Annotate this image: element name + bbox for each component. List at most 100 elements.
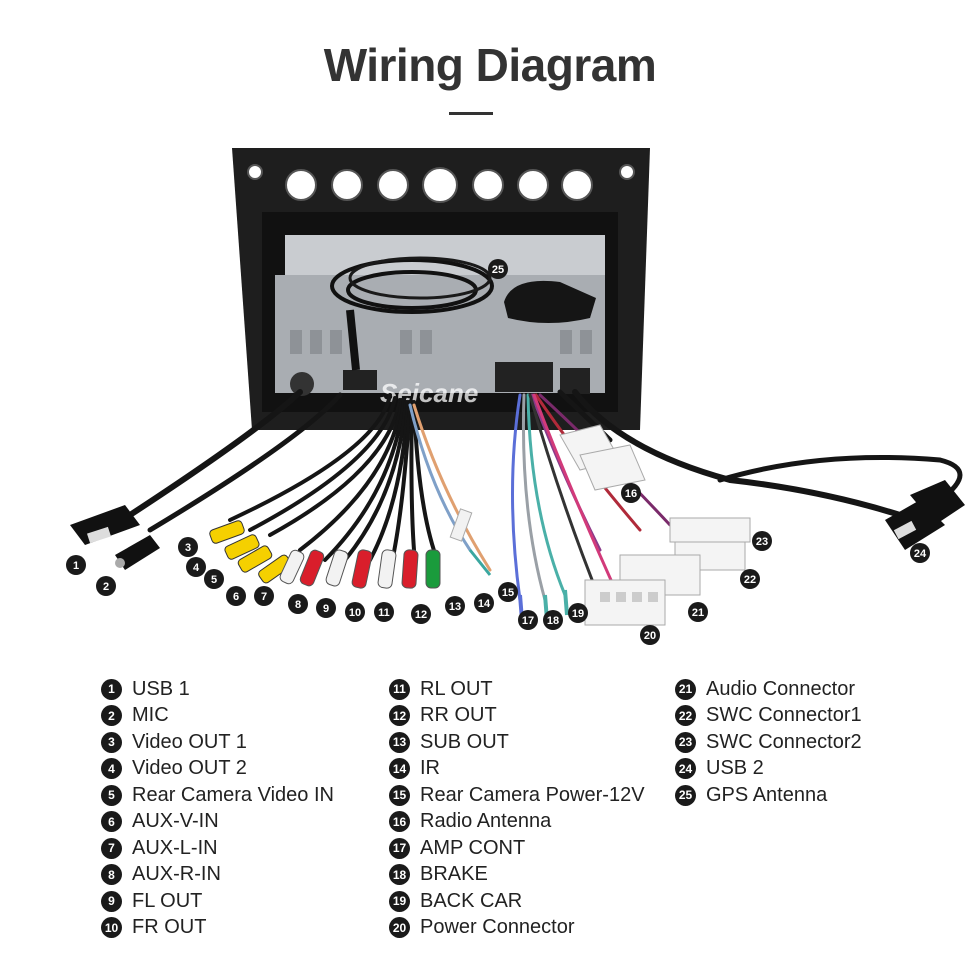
legend-label: AUX-R-IN (132, 863, 221, 886)
legend-number-badge: 14 (389, 758, 410, 780)
svg-text:16: 16 (625, 488, 637, 500)
title-underline (449, 112, 493, 115)
legend-number-badge: 21 (675, 678, 696, 700)
callout-18: 18 (543, 610, 563, 630)
legend-label: USB 2 (706, 757, 764, 780)
mic-plug (115, 535, 160, 570)
callout-1: 1 (66, 555, 86, 575)
callout-5: 5 (204, 569, 224, 589)
legend-number-badge: 1 (101, 678, 122, 700)
legend-label: Radio Antenna (420, 810, 552, 833)
legend-label: MIC (132, 704, 169, 727)
callout-16: 16 (621, 483, 641, 503)
ir-label-tag (449, 508, 473, 542)
rear-connectors (290, 362, 590, 396)
wiring-diagram: Seicane (66, 148, 965, 645)
legend-number-badge: 2 (101, 705, 122, 727)
legend-label: Video OUT 1 (132, 730, 247, 753)
gps-puck (504, 280, 596, 323)
legend-number-badge: 6 (101, 811, 122, 833)
callout-24: 24 (910, 543, 930, 563)
svg-text:23: 23 (756, 536, 768, 548)
legend-item-9: 9 FL OUT (101, 888, 334, 915)
usb2-cable (572, 389, 903, 518)
legend-number-badge: 5 (101, 784, 122, 806)
watermark: Seicane (380, 378, 478, 408)
legend-number-badge: 18 (389, 864, 410, 886)
gps-antenna (330, 256, 596, 371)
legend-number-badge: 9 (101, 890, 122, 912)
left-connectors (70, 505, 492, 589)
svg-text:18: 18 (547, 615, 559, 627)
legend-label: RR OUT (420, 704, 497, 727)
frame-hole (472, 169, 504, 201)
svg-text:13: 13 (449, 601, 461, 613)
legend-label: Rear Camera Power-12V (420, 783, 645, 806)
screw-hole (247, 164, 263, 180)
legend-label: RL OUT (420, 677, 493, 700)
rca-video (209, 520, 292, 584)
legend-label: FL OUT (132, 889, 203, 912)
legend-label: AMP CONT (420, 836, 526, 859)
legend-number-badge: 25 (675, 784, 696, 806)
svg-text:7: 7 (261, 591, 267, 603)
callout-22: 22 (740, 569, 760, 589)
svg-text:19: 19 (572, 608, 584, 620)
svg-text:5: 5 (211, 574, 217, 586)
frame-hole (285, 169, 317, 201)
callout-10: 10 (345, 602, 365, 622)
legend-item-20: 20 Power Connector (389, 915, 645, 942)
callout-9: 9 (316, 598, 336, 618)
svg-text:25: 25 (492, 264, 504, 276)
legend-label: USB 1 (132, 677, 190, 700)
frame-hole (517, 169, 549, 201)
legend-label: FR OUT (132, 916, 207, 939)
svg-text:21: 21 (692, 607, 704, 619)
legend-item-1: 1 USB 1 (101, 676, 334, 703)
legend-label: BACK CAR (420, 889, 523, 912)
frame-hole (331, 169, 363, 201)
mic-cable (147, 392, 343, 533)
legend-label: AUX-L-IN (132, 836, 218, 859)
power-connector (584, 579, 666, 626)
svg-text:22: 22 (744, 574, 756, 586)
page-title: Wiring Diagram (323, 39, 657, 91)
callout-13: 13 (445, 596, 465, 616)
usb1-plug (70, 505, 140, 545)
frame-hole (377, 169, 409, 201)
chassis-top (285, 235, 605, 275)
callout-2: 2 (96, 576, 116, 596)
legend-item-16: 16 Radio Antenna (389, 809, 645, 836)
legend-label: Rear Camera Video IN (132, 783, 334, 806)
legend-number-badge: 22 (675, 705, 696, 727)
legend-label: SUB OUT (420, 730, 509, 753)
legend-number-badge: 16 (389, 811, 410, 833)
svg-text:12: 12 (415, 609, 427, 621)
svg-text:17: 17 (522, 615, 534, 627)
svg-text:1: 1 (73, 560, 79, 572)
legend-item-5: 5 Rear Camera Video IN (101, 782, 334, 809)
legend-label: Power Connector (420, 916, 575, 939)
callout-7: 7 (254, 586, 274, 606)
left-harness (127, 389, 492, 572)
svg-text:24: 24 (914, 548, 927, 560)
legend-number-badge: 20 (389, 917, 410, 939)
main-harness-socket (495, 362, 553, 392)
svg-text:8: 8 (295, 599, 301, 611)
callout-23: 23 (752, 531, 772, 551)
